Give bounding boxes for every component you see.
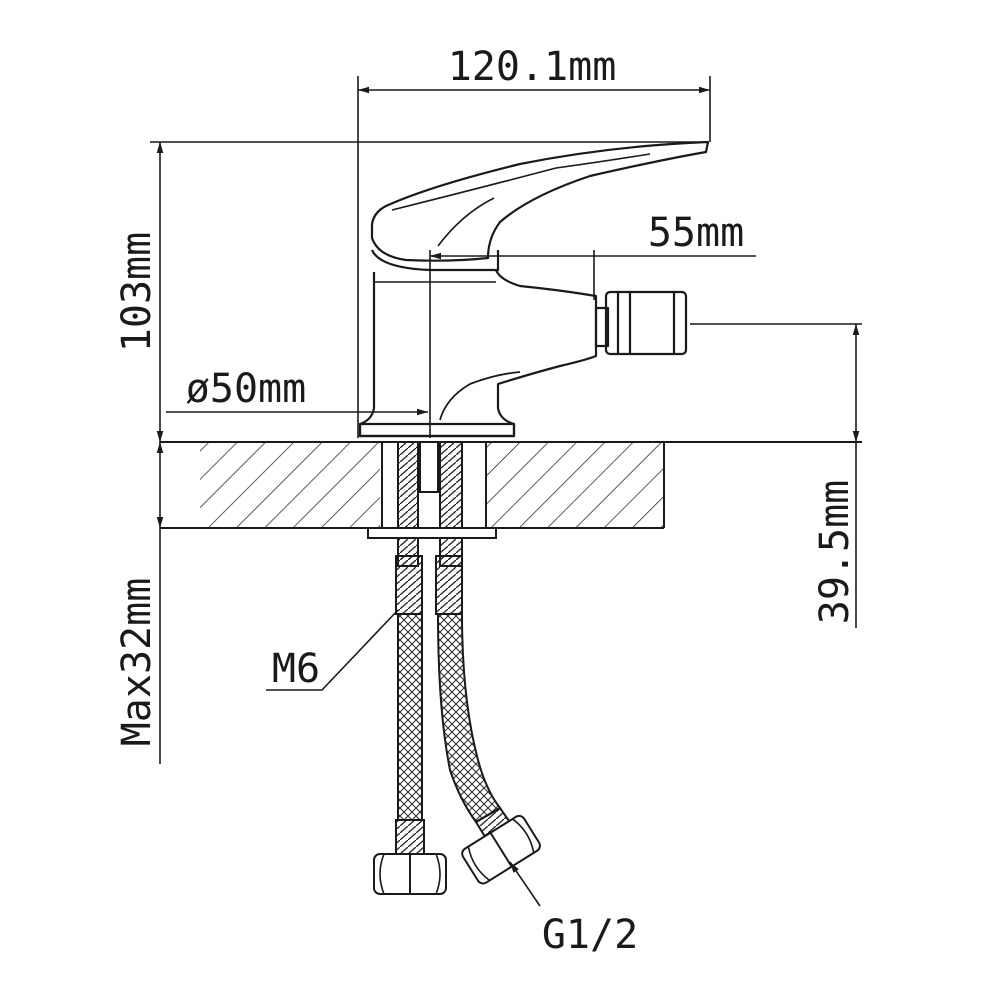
max-thickness-label: Max32mm [114, 578, 160, 747]
countertop [160, 441, 862, 529]
threaded-stud-right [439, 441, 463, 567]
outlet-height-label: 39.5mm [812, 480, 858, 625]
countertop-hatch-left [200, 442, 380, 528]
braided-hose-right [436, 613, 502, 824]
faucet-body [358, 269, 598, 438]
connection-callout-leader [509, 861, 541, 907]
hose-end-ferrule-left [395, 819, 425, 857]
faucet-handle [370, 140, 710, 262]
mounting-assembly [367, 441, 541, 895]
thread-callout-label: M6 [272, 646, 320, 692]
connection-callout-label: G1/2 [542, 912, 638, 958]
diameter-label: ø50mm [186, 366, 306, 412]
hex-nut-left [373, 853, 447, 895]
height-label: 103mm [114, 232, 160, 352]
dimension-lines [150, 76, 862, 907]
hose-ferrule-left [395, 555, 423, 615]
braided-hose-left [397, 613, 423, 821]
faucet-body-curve [439, 371, 521, 421]
hose-ferrule-right [435, 555, 463, 615]
faucet [358, 140, 710, 438]
reach-label: 55mm [648, 210, 744, 256]
faucet-handle-crease [391, 153, 651, 247]
threaded-stud-left [397, 441, 419, 567]
thread-callout-leader [266, 609, 399, 691]
mounting-plate [367, 527, 497, 539]
countertop-hatch-right [486, 442, 664, 528]
aerator-head [604, 290, 688, 356]
width-label: 120.1mm [448, 44, 617, 90]
faucet-base [358, 422, 516, 438]
center-tube [419, 441, 439, 493]
aerator-stem [594, 306, 610, 348]
